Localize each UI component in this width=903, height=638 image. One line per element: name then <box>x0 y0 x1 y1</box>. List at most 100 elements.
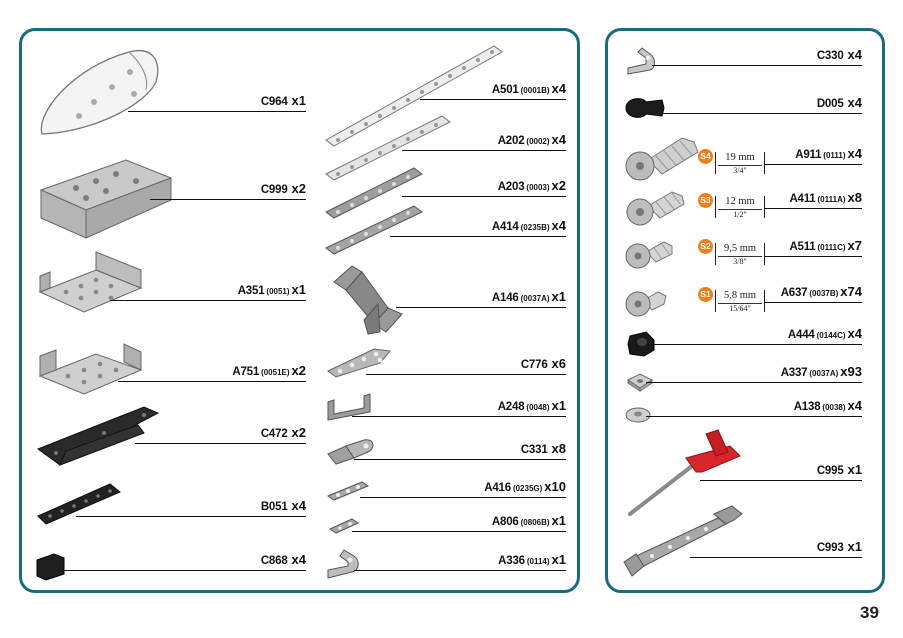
hex-key-image <box>628 429 741 516</box>
part-code: A501 <box>491 84 519 96</box>
old-code: (0235G) <box>512 484 543 493</box>
dim-mm: 19 mm <box>725 152 755 163</box>
part-code: A806 <box>491 516 519 528</box>
part-code: A138 <box>793 401 821 413</box>
part-code: C868 <box>260 555 288 567</box>
strip-7b-image <box>325 205 423 255</box>
dim-mm: 5,8 mm <box>723 290 757 301</box>
part-qty: x93 <box>840 364 862 379</box>
part-code: A202 <box>497 135 525 147</box>
crank-bracket-image <box>327 439 374 465</box>
left-parts-panel <box>19 28 580 593</box>
black-collar-image <box>627 331 655 357</box>
dim-inch: 3/4" <box>718 164 762 175</box>
part-qty: x4 <box>551 132 566 147</box>
old-code: (0037B) <box>809 289 839 298</box>
part-qty: x1 <box>847 539 862 554</box>
old-code: (0806B) <box>520 518 550 527</box>
dim-inch: 15/64" <box>718 302 762 313</box>
part-code: A751 <box>232 366 260 378</box>
part-code: C995 <box>816 465 844 477</box>
old-code: (0048) <box>526 403 550 412</box>
double-bracket-plate-image <box>38 343 143 395</box>
part-qty: x4 <box>847 326 862 341</box>
part-code: A411 <box>789 193 816 205</box>
angle-strip-image <box>327 348 391 378</box>
long-strip-image <box>325 45 503 147</box>
part-qty: x4 <box>847 146 862 161</box>
old-code: (0038) <box>822 403 846 412</box>
screw-9-5mm-image <box>625 241 673 269</box>
screw-size-badge: S3 <box>698 193 713 208</box>
old-code: (0051E) <box>261 368 290 377</box>
u-bracket-image <box>333 265 403 335</box>
part-code: C964 <box>260 96 288 108</box>
box-bracket-image <box>39 159 173 239</box>
black-push-rivet-image <box>625 98 665 118</box>
mini-strip-image <box>328 518 360 534</box>
page-number: 39 <box>860 603 879 622</box>
part-qty: x4 <box>291 552 306 567</box>
part-code: B051 <box>260 501 288 513</box>
part-code: A248 <box>497 401 525 413</box>
black-gusset-image <box>36 406 160 466</box>
black-clip-image <box>36 553 65 581</box>
part-qty: x8 <box>847 190 862 205</box>
part-qty: x6 <box>551 356 566 371</box>
dim-mm: 12 mm <box>725 196 755 207</box>
part-code: A637 <box>780 287 808 299</box>
screw-size-badge: S1 <box>698 287 713 302</box>
part-code: A351 <box>237 285 265 297</box>
screw-19mm-image <box>625 137 699 181</box>
old-code: (0003) <box>526 183 550 192</box>
angle-bracket-image <box>327 549 359 579</box>
old-code: (0037A) <box>520 294 550 303</box>
double-bracket-image <box>327 393 371 421</box>
old-code: (0235B) <box>520 223 550 232</box>
old-code: (0037A) <box>809 369 839 378</box>
old-code: (0111) <box>823 151 846 160</box>
flanged-plate-image <box>38 251 143 313</box>
old-code: (0114) <box>526 557 550 566</box>
part-qty: x1 <box>551 513 566 528</box>
screw-size-badge: S2 <box>698 239 713 254</box>
part-code: C993 <box>816 542 844 554</box>
part-code: A444 <box>787 329 815 341</box>
part-qty: x4 <box>551 218 566 233</box>
part-qty: x4 <box>847 47 862 62</box>
part-qty: x1 <box>291 282 306 297</box>
part-qty: x4 <box>551 81 566 96</box>
part-code: C776 <box>520 359 548 371</box>
part-code: A414 <box>491 221 519 233</box>
part-qty: x2 <box>291 363 306 378</box>
part-qty: x10 <box>544 479 566 494</box>
spanner-image <box>623 505 743 577</box>
part-code: A416 <box>484 482 511 494</box>
part-code: A911 <box>795 149 822 161</box>
old-code: (0001B) <box>520 86 550 95</box>
part-qty: x8 <box>551 441 566 456</box>
part-qty: x1 <box>551 398 566 413</box>
part-qty: x7 <box>847 238 862 253</box>
part-qty: x2 <box>291 181 306 196</box>
part-code: D005 <box>816 98 844 110</box>
part-code: A337 <box>780 367 808 379</box>
part-code: A146 <box>491 292 519 304</box>
screw-size-badge: S4 <box>698 149 713 164</box>
part-code: C331 <box>520 444 548 456</box>
part-code: A203 <box>497 181 525 193</box>
short-strip-image <box>326 481 370 501</box>
part-qty: x2 <box>291 425 306 440</box>
part-qty: x74 <box>840 284 862 299</box>
old-code: (0111C) <box>817 243 846 252</box>
part-qty: x1 <box>551 289 566 304</box>
part-code: A511 <box>789 241 816 253</box>
part-qty: x4 <box>291 498 306 513</box>
part-qty: x4 <box>847 398 862 413</box>
part-qty: x1 <box>291 93 306 108</box>
part-code: C472 <box>260 428 288 440</box>
